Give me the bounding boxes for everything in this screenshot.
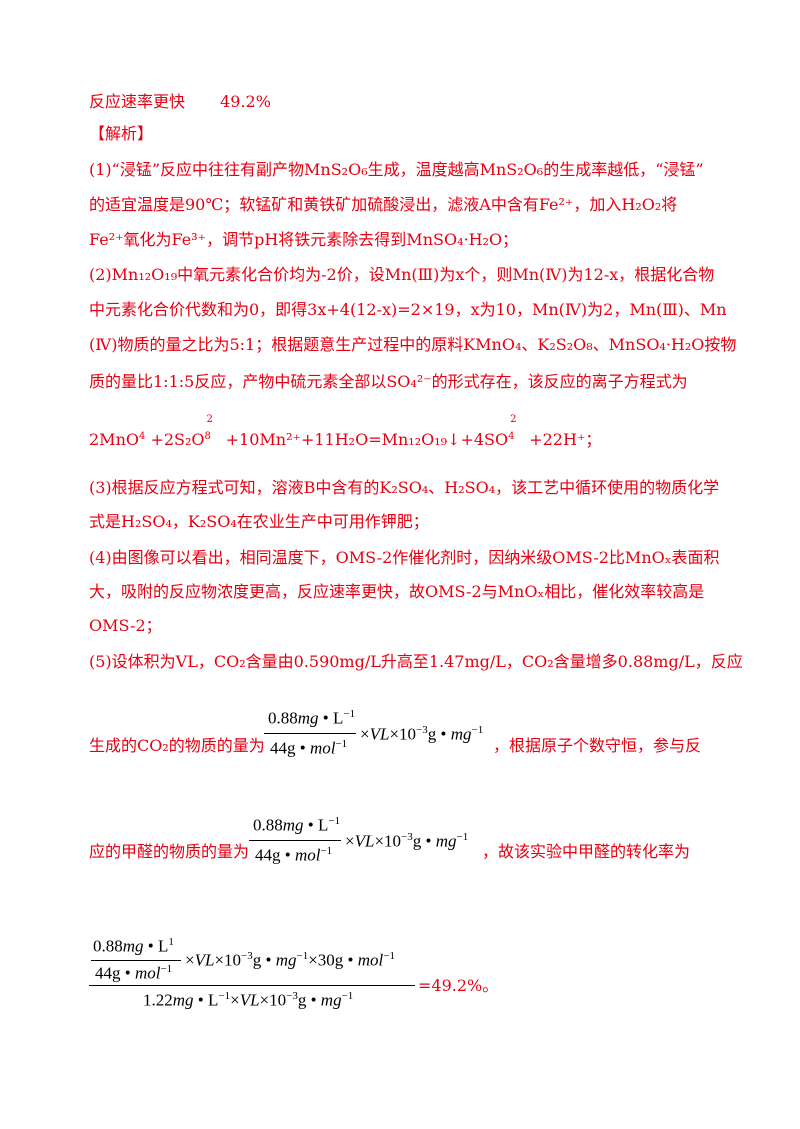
analysis-heading: 【解析】 <box>89 124 154 143</box>
analysis-line-2: 的适宜温度是90℃；软锰矿和黄铁矿加硫酸浸出，滤液A中含有Fe²⁺，加入H₂O₂… <box>89 195 678 214</box>
analysis-line-7: 质的量比1:1:5反应，产物中硫元素全部以SO₄²⁻的形式存在，该反应的离子方程… <box>89 372 688 391</box>
fraction-bar <box>249 840 341 841</box>
eq-part-2: +2S₂O <box>150 430 205 449</box>
answer-percent: 49.2% <box>220 92 271 111</box>
analysis-line-1: (1)“浸锰”反应中往往有副产物MnS₂O₆生成，温度越高MnS₂O₆的生成率越… <box>89 160 704 179</box>
analysis-line-9: 式是H₂SO₄，K₂SO₄在农业生产中可用作钾肥； <box>89 512 429 531</box>
analysis-line-6: (Ⅳ)物质的量之比为5:1；根据题意生产过程中的原料KMnO₄、K₂S₂O₈、M… <box>89 335 737 354</box>
main-denominator: 1.22mg • L−1×VL×10−3g • mg−1 <box>143 990 354 1010</box>
formula-numerator: 0.88mg • L−1 <box>268 708 356 728</box>
formaldehyde-moles-suffix: ，故该实验中甲醛的转化率为 <box>482 842 691 861</box>
eq-sup-2: 8 <box>204 431 211 442</box>
analysis-line-5: 中元素化合价代数和为0，即得3x+4(12-x)=2×19，x为10，Mn(Ⅳ)… <box>89 300 727 319</box>
co2-moles-formula: 0.88mg • L−1 44g • mol−1 ×VL×10−3g • mg−… <box>262 708 682 768</box>
answer-line: 反应速率更快 49.2% <box>89 92 271 112</box>
eq-sup-3: 4 <box>508 431 515 442</box>
eq-part-4: +22H⁺； <box>529 430 602 449</box>
formula-denominator: 44g • mol−1 <box>255 845 333 865</box>
co2-moles-prefix: 生成的CO₂的物质的量为 <box>89 736 265 755</box>
eq-charge-3: 2 <box>510 414 517 425</box>
analysis-line-10: (4)由图像可以看出，相同温度下，OMS-2作催化剂时，因纳米级OMS-2比Mn… <box>89 548 720 567</box>
inner-denominator: 44g • mol−1 <box>95 963 173 983</box>
answer-text: 反应速率更快 <box>89 92 186 111</box>
conversion-rate-formula: 0.88mg • L1 44g • mol−1 ×VL×10−3g • mg−1… <box>89 936 419 1016</box>
formaldehyde-moles-formula: 0.88mg • L−1 44g • mol−1 ×VL×10−3g • mg−… <box>247 815 667 875</box>
analysis-line-3: Fe²⁺氧化为Fe³⁺，调节pH将铁元素除去得到MnSO₄·H₂O； <box>89 230 519 249</box>
eq-part-1: 2MnO <box>89 430 139 449</box>
analysis-line-4: (2)Mn₁₂O₁₉中氧元素化合价均为-2价，设Mn(Ⅲ)为x个，则Mn(Ⅳ)为… <box>89 265 715 284</box>
eq-part-3: +10Mn²⁺+11H₂O=Mn₁₂O₁₉↓+4SO <box>225 430 509 449</box>
eq-charge-2: 2 <box>206 414 213 425</box>
inner-fraction-bar <box>91 960 181 961</box>
analysis-line-12: OMS-2； <box>89 616 162 635</box>
analysis-line-13: (5)设体积为VL，CO₂含量由0.590mg/L升高至1.47mg/L，CO₂… <box>89 652 743 671</box>
conversion-rate-result: =49.2%。 <box>418 976 499 995</box>
main-fraction-bar <box>89 985 415 986</box>
formaldehyde-moles-prefix: 应的甲醛的物质的量为 <box>89 842 250 861</box>
formula-tail: ×VL×10−3g • mg−1 <box>360 724 484 744</box>
formula-tail: ×VL×10−3g • mg−1 <box>345 831 469 851</box>
co2-moles-suffix: ，根据原子个数守恒，参与反 <box>493 736 702 755</box>
formula-denominator: 44g • mol−1 <box>270 738 348 758</box>
analysis-line-8: (3)根据反应方程式可知，溶液B中含有的K₂SO₄、H₂SO₄，该工艺中循环使用… <box>89 478 720 497</box>
analysis-line-11: 大，吸附的反应物浓度更高，反应速率更快，故OMS-2与MnOₓ相比，催化效率较高… <box>89 582 705 601</box>
formula-numerator: 0.88mg • L−1 <box>253 815 341 835</box>
fraction-bar <box>264 733 356 734</box>
eq-sup-1: 4 <box>138 431 146 442</box>
numerator-tail: ×VL×10−3g • mg−1×30g • mol−1 <box>185 950 395 970</box>
inner-numerator: 0.88mg • L1 <box>93 936 174 956</box>
